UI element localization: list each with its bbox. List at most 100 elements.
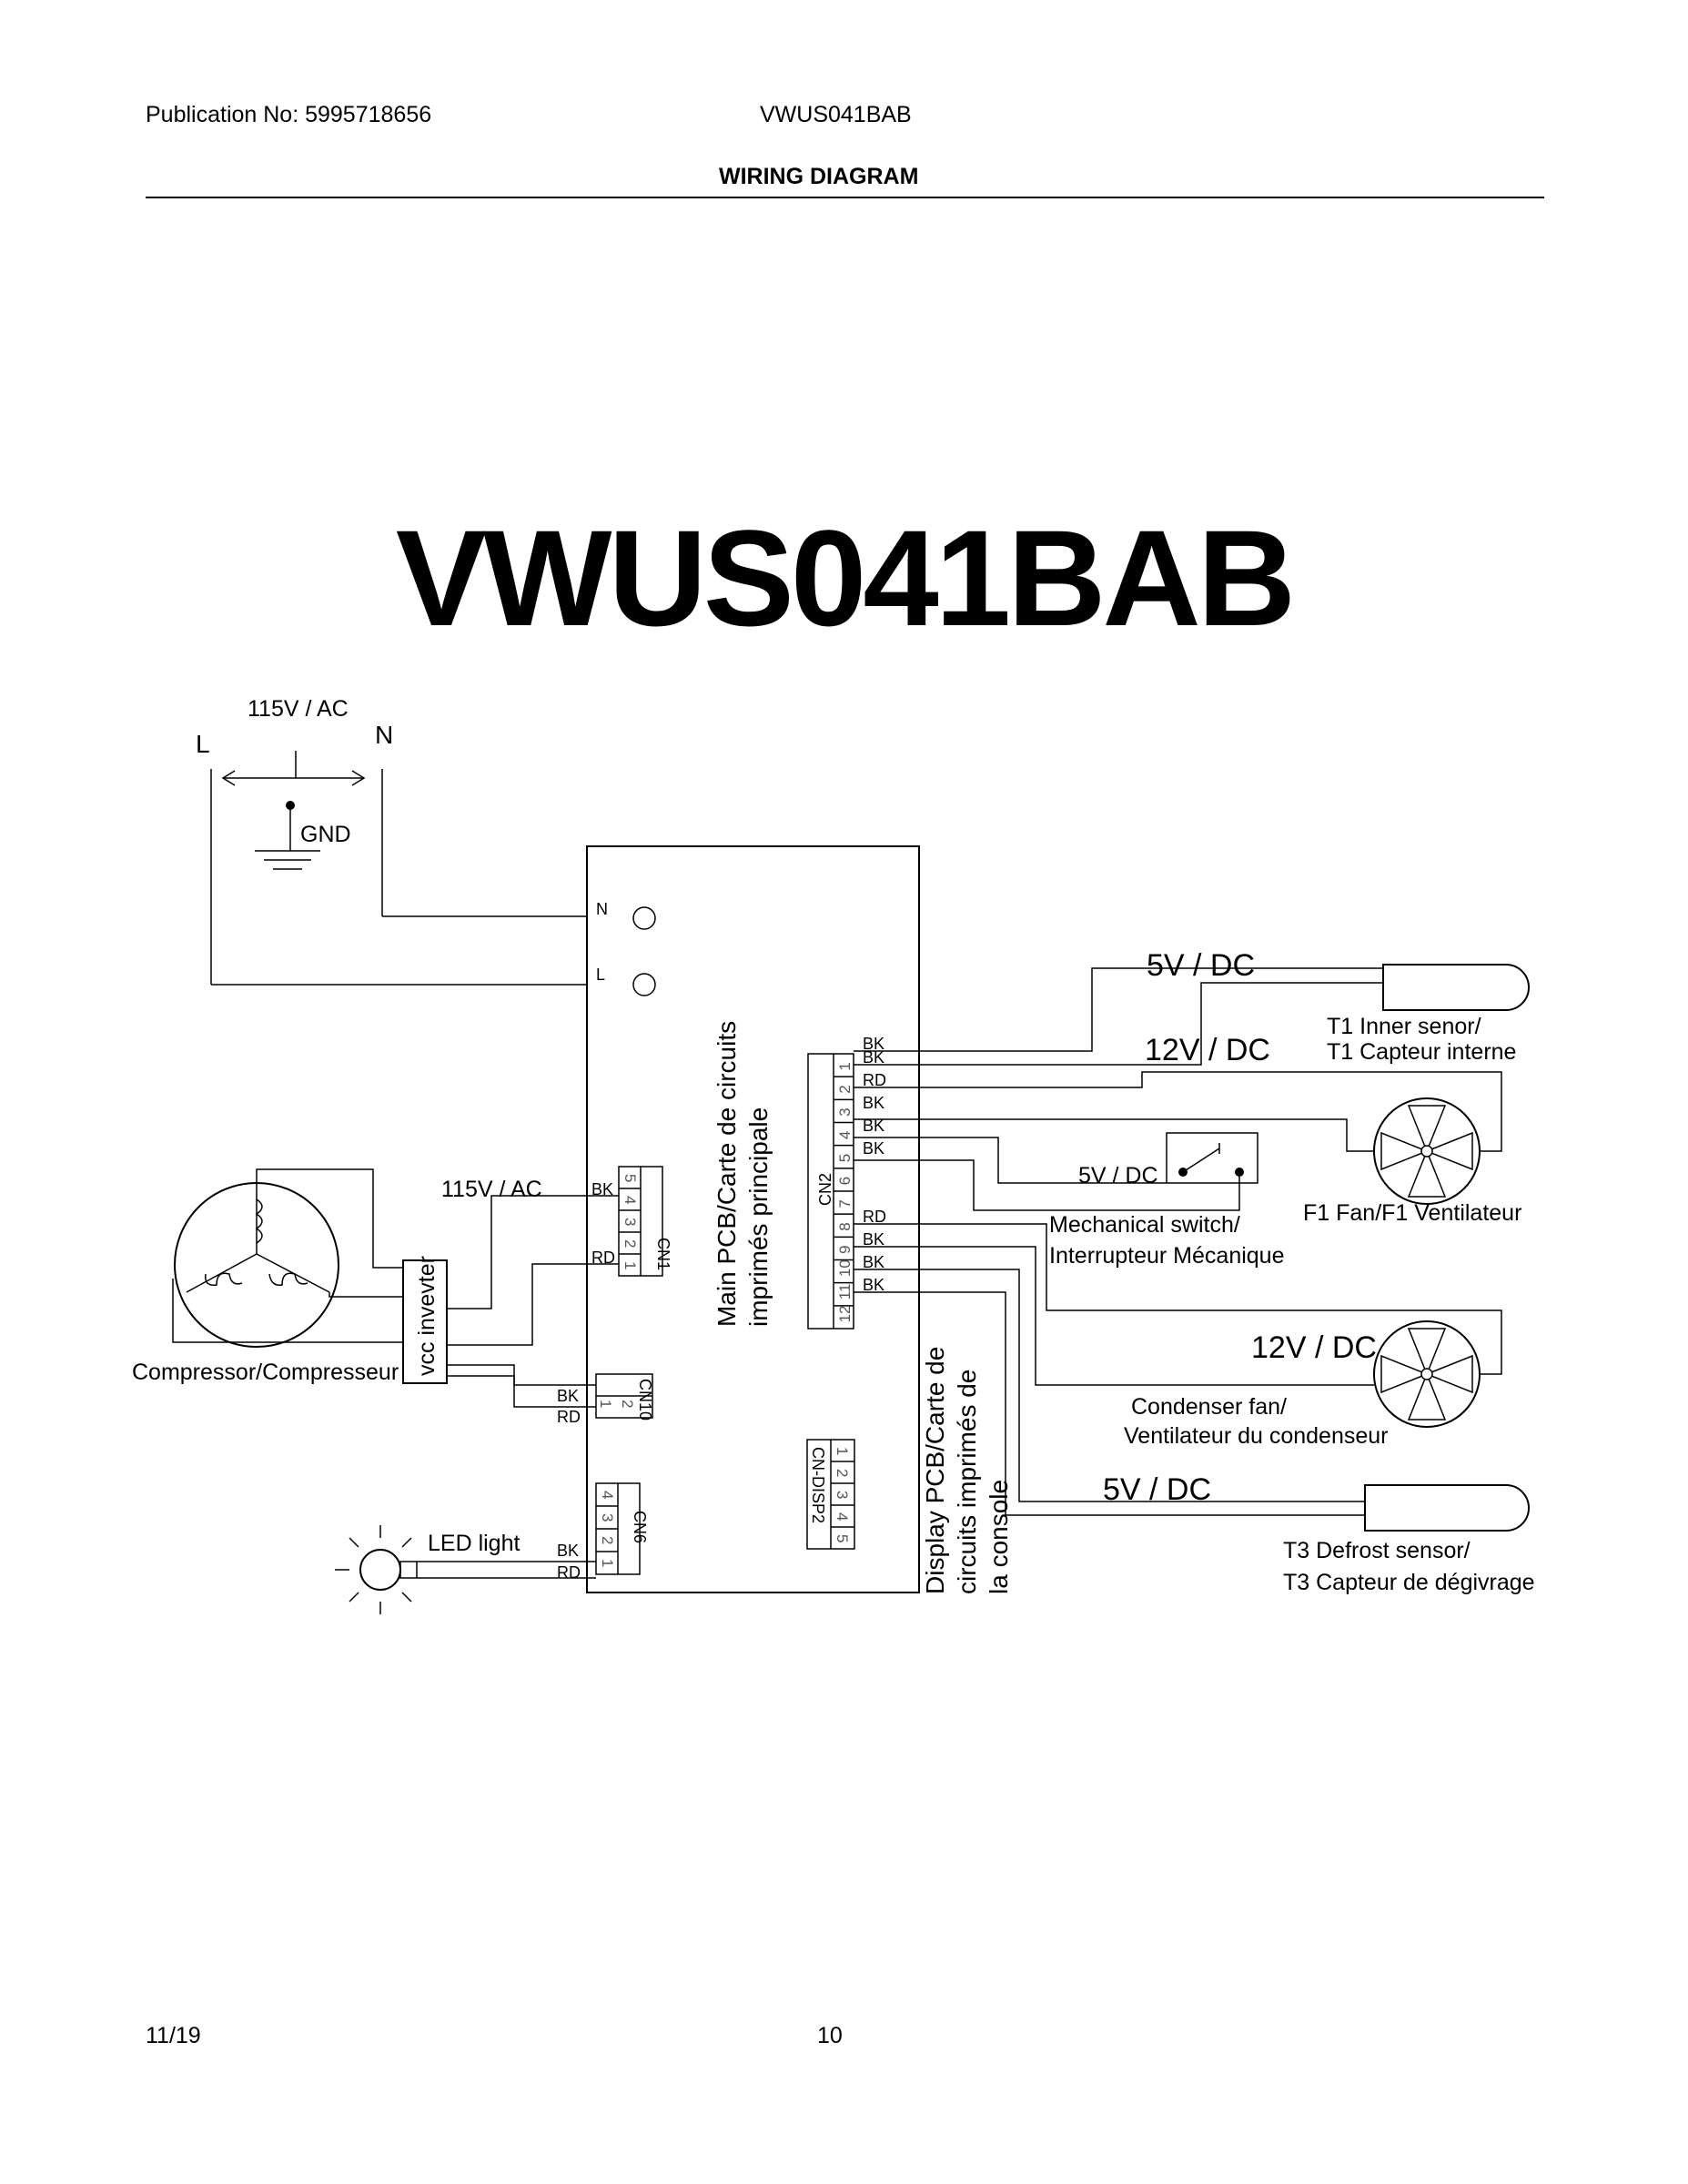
cn2-pin-number: 7 [836, 1199, 854, 1208]
cn2-wire-label: BK [863, 1253, 884, 1271]
condenser-fan: 12V / DC Condenser fan/ Ventilateur du c… [854, 1223, 1502, 1449]
t1-sensor: 5V / DC T1 Inner senor/ T1 Capteur inter… [854, 948, 1530, 1066]
cn2-pin-number: 3 [836, 1107, 854, 1116]
mechanical-switch: 5V / DC Mechanical switch/ Interrupteur … [854, 1132, 1284, 1269]
motor-winding-legs [186, 1253, 330, 1293]
cn10-pin-number: 1 [597, 1400, 614, 1408]
cn10-wire-2 [447, 1375, 596, 1408]
inverter-box [402, 1259, 448, 1384]
main-pcb-label-1: Main PCB/Carte de circuits [713, 1021, 741, 1327]
t1-label-2: T1 Capteur interne [1327, 1039, 1516, 1065]
cn1-pin-number: 3 [622, 1218, 639, 1226]
t3-sensor: 5V / DC T3 Defrost sensor/ T3 Capteur de… [854, 1269, 1535, 1595]
section-title: WIRING DIAGRAM [719, 164, 919, 189]
cn1-wire-rd [447, 1263, 619, 1346]
condenser-wire-rd [854, 1223, 1502, 1375]
cn2-pin-number: 8 [836, 1222, 854, 1230]
f1-wire-rd [854, 1071, 1502, 1152]
t3-label-2: T3 Capteur de dégivrage [1283, 1570, 1535, 1595]
t1-wire-2 [854, 967, 1383, 1052]
line-label: L [196, 730, 210, 758]
switch-box [1166, 1132, 1258, 1184]
led-base [399, 1561, 418, 1579]
cn2-wire-label: BK [863, 1230, 884, 1249]
condenser-label-1: Condenser fan/ [1131, 1394, 1287, 1420]
main-pcb-box [586, 845, 920, 1593]
t1-wire-1 [854, 982, 1383, 1066]
cn10-label: CN10 [636, 1379, 654, 1421]
terminal-l [632, 973, 656, 996]
main-pcb-label-2: imprimés principale [744, 1107, 773, 1327]
comp-wire-3 [256, 1168, 403, 1269]
cn6-pin-number: 3 [599, 1513, 616, 1522]
cn2-wire-label: BK [863, 1117, 884, 1135]
cn2-pin-number: 1 [836, 1062, 854, 1070]
t3-wire-1 [854, 1269, 1365, 1502]
cn2-pin-number: 6 [836, 1177, 854, 1185]
cn1-wire-bk: BK [591, 1180, 613, 1198]
main-pcb: N L Main PCB/Carte de circuits imprimés … [586, 845, 920, 1593]
switch-label-1: Mechanical switch/ [1049, 1212, 1240, 1238]
cn-disp2-pin-number: 1 [834, 1447, 851, 1455]
cn10-wire-rd: RD [557, 1408, 581, 1426]
cn-disp2-pin-number: 3 [834, 1491, 851, 1499]
cn2-label: CN2 [816, 1173, 834, 1206]
cn2-pin-number: 9 [836, 1245, 854, 1253]
cn2-pin-number: 12 [836, 1305, 854, 1322]
terminal-n-label: N [596, 900, 608, 918]
footer-date: 11/19 [146, 2023, 201, 2048]
t3-sensor-body [1364, 1484, 1530, 1532]
cn10-wire-bk: BK [557, 1387, 579, 1405]
cn2-wire-label: BK [863, 1094, 884, 1112]
power-voltage-label: 115V / AC [248, 696, 349, 722]
condenser-fan-blades [1380, 1328, 1473, 1421]
condenser-wire-bk [854, 1246, 1374, 1386]
led-label: LED light [428, 1531, 520, 1556]
comp-wire-2 [329, 1292, 403, 1298]
t1-label-1: T1 Inner senor/ [1327, 1014, 1481, 1039]
cn6-pin-number: 1 [599, 1559, 616, 1567]
cn2-wire-label: BK [863, 1048, 884, 1067]
cn2-pin-number: 11 [836, 1284, 854, 1300]
cn2-pin-number: 2 [836, 1085, 854, 1093]
cn2-wire-label: RD [863, 1071, 886, 1089]
cn2-wire-label: RD [863, 1208, 886, 1226]
cn1-pin-number: 1 [622, 1261, 639, 1269]
cn1-wire-bk [447, 1195, 619, 1309]
led-rays [335, 1525, 412, 1614]
cn2-pin-number: 10 [836, 1259, 854, 1277]
display-pcb: Display PCB/Carte de circuits imprimés d… [921, 1347, 1013, 1594]
neutral-label: N [375, 721, 393, 749]
model-heading: VWUS041BAB [395, 501, 1296, 654]
header-model: VWUS041BAB [760, 102, 912, 127]
f1-fan: 12V / DC F1 Fan/F1 Ventilateur [854, 1033, 1521, 1226]
f1-fan-hub [1420, 1145, 1433, 1158]
f1-voltage: 12V / DC [1145, 1033, 1270, 1067]
compressor-label: Compressor/Compresseur [132, 1360, 399, 1385]
t3-wire-2 [854, 1291, 1365, 1516]
cn6-pin-number: 2 [599, 1536, 616, 1544]
condenser-voltage: 12V / DC [1251, 1330, 1377, 1365]
f1-label: F1 Fan/F1 Ventilateur [1303, 1200, 1521, 1226]
comp-wire-1 [172, 1279, 403, 1343]
power-supply: 115V / AC L N GND [196, 696, 587, 986]
ground-label: GND [300, 822, 351, 847]
cn1-pin-number: 5 [622, 1174, 639, 1182]
motor-coil-right [268, 1272, 308, 1286]
led-bulb [359, 1549, 401, 1591]
display-pcb-label-3: la console [985, 1480, 1013, 1594]
t1-voltage: 5V / DC [1147, 948, 1255, 983]
f1-wire-bk [854, 1118, 1374, 1152]
cn-disp2-pin-number: 2 [834, 1469, 851, 1477]
cn1-pin-number: 2 [622, 1239, 639, 1248]
display-pcb-label-2: circuits imprimés de [953, 1370, 981, 1594]
display-pcb-label-1: Display PCB/Carte de [921, 1347, 949, 1594]
led-light: LED light [335, 1525, 596, 1614]
